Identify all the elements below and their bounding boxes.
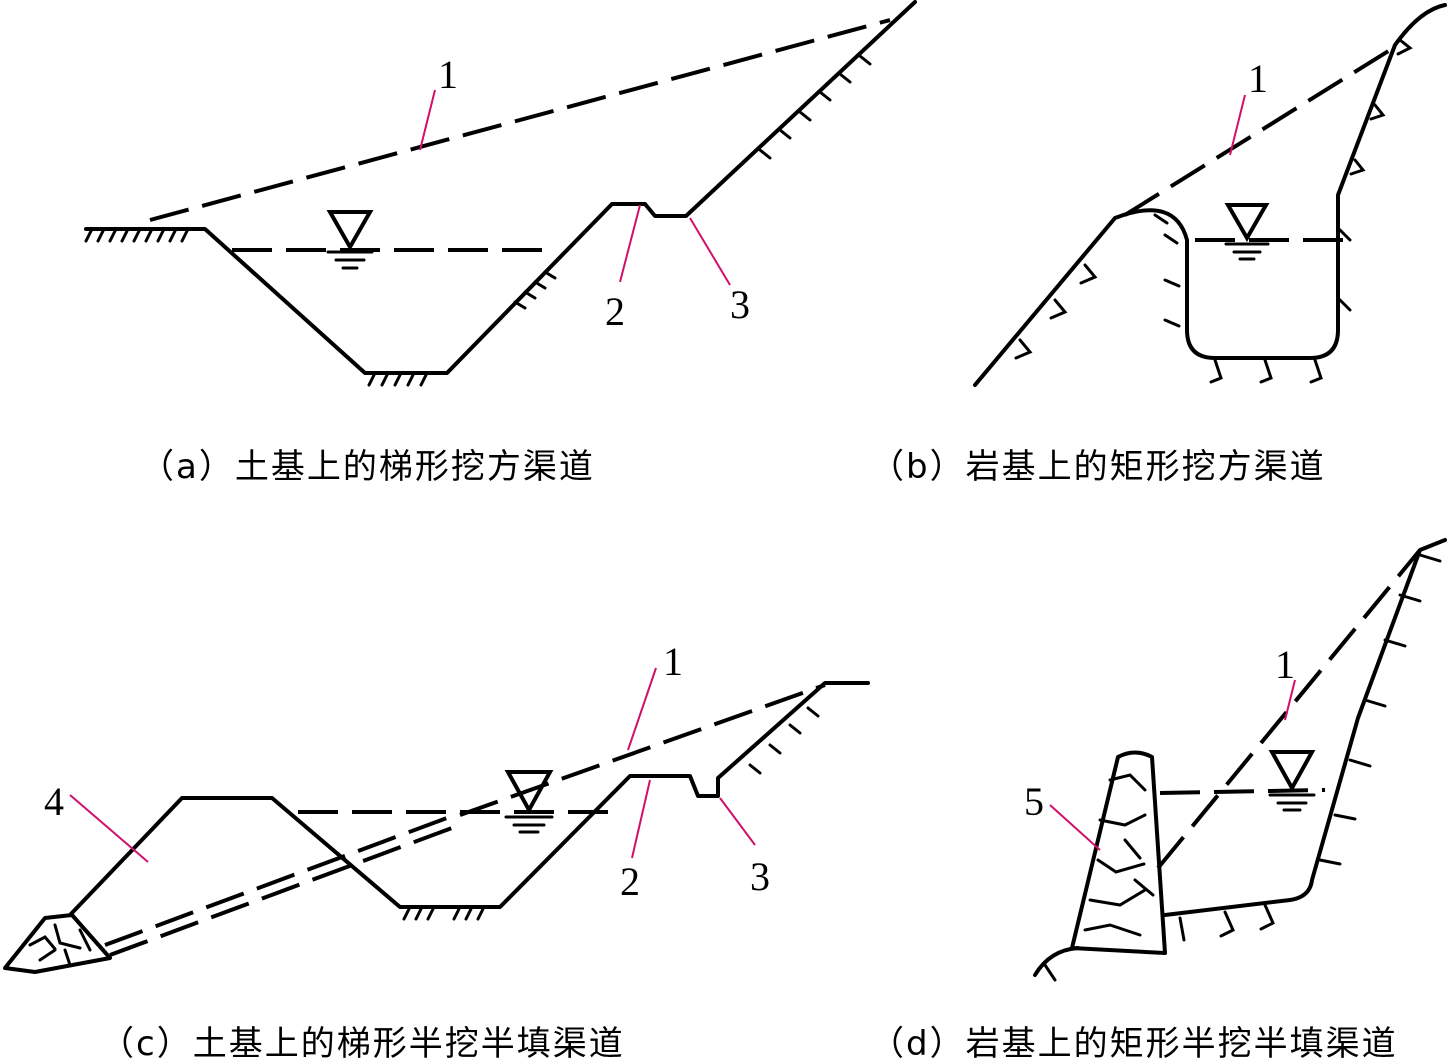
stone-masonry-icon [1070, 750, 1167, 955]
label-1-b: 1 [1248, 56, 1268, 101]
label-3-c: 3 [750, 854, 770, 899]
label-2-c: 2 [620, 859, 640, 904]
leader-3-a [689, 217, 731, 286]
fill-boundary-c2 [109, 823, 461, 957]
label-1-c: 1 [663, 639, 683, 684]
label-3-a: 3 [730, 282, 750, 327]
leader-1-a [419, 89, 436, 151]
fill-boundary-c [104, 813, 456, 947]
panel-a: 1 2 3 （a）土基上的梯形挖方渠道 [84, 0, 917, 487]
leader-2-a [619, 204, 641, 283]
water-level-symbol-icon [1224, 203, 1270, 261]
label-5-d: 5 [1024, 779, 1044, 824]
caption-d: （d）岩基上的矩形半挖半填渠道 [870, 1024, 1398, 1064]
canal-profile-c [68, 681, 870, 917]
leader-1-b [1229, 94, 1246, 156]
label-1-a: 1 [438, 52, 458, 97]
leader-2-c [631, 779, 651, 859]
caption-b: （b）岩基上的矩形挖方渠道 [870, 447, 1326, 487]
leader-5-d [1049, 804, 1101, 851]
label-2-a: 2 [605, 289, 625, 334]
original-ground-line-d [1156, 548, 1422, 870]
label-1-d: 1 [1275, 642, 1295, 687]
label-4-c: 4 [44, 779, 64, 824]
caption-c: （c）土基上的梯形半挖半填渠道 [100, 1024, 625, 1064]
water-level-symbol-icon [1268, 750, 1316, 812]
leader-1-d [1284, 679, 1296, 721]
panel-c: 1 2 3 4 （c）土基上的梯形半挖半填渠道 [3, 639, 870, 1064]
toe-stone-icon [3, 913, 112, 974]
water-level-symbol-icon [326, 210, 374, 270]
leader-4-c [69, 794, 149, 863]
soil-hatch-icon [402, 706, 820, 921]
canal-profile-b [973, 3, 1447, 387]
panel-d: 1 5 （d）岩基上的矩形半挖半填渠道 [870, 538, 1447, 1064]
rock-hatch-icon [1014, 38, 1413, 384]
leader-3-c [719, 797, 756, 846]
soil-hatch-icon [84, 54, 872, 387]
ground-left-d [1033, 946, 1080, 977]
original-ground-line-a [149, 18, 891, 222]
panel-b: 1 （b）岩基上的矩形挖方渠道 [870, 3, 1447, 487]
canal-profile-d [1163, 538, 1447, 917]
water-level-symbol-icon [504, 770, 554, 834]
canal-profile-a [84, 0, 917, 375]
caption-a: （a）土基上的梯形挖方渠道 [140, 447, 595, 487]
leader-1-c [627, 667, 657, 751]
water-surface-d [1159, 788, 1326, 795]
rock-hatch-icon [1043, 553, 1442, 982]
